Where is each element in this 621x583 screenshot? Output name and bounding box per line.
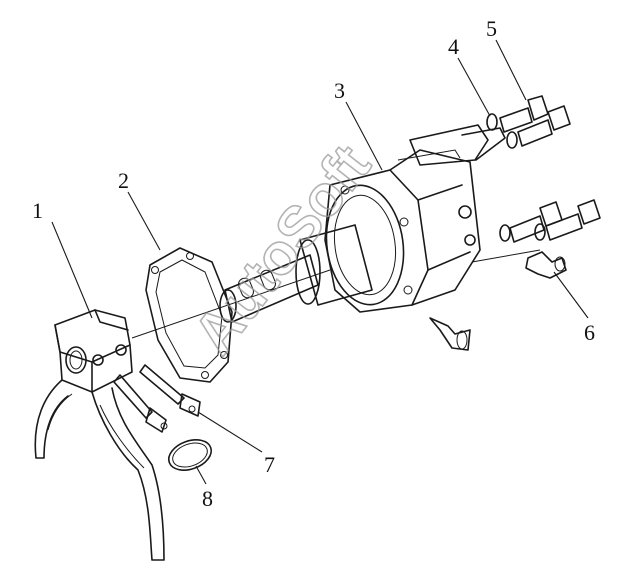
cylinder-bolts [499, 95, 601, 243]
leader-4 [457, 57, 491, 117]
shift-cylinder [219, 124, 506, 351]
callout-1: 1 [32, 198, 43, 223]
leader-7 [197, 411, 263, 453]
callout-5: 5 [486, 16, 497, 41]
leader-6 [553, 271, 589, 319]
gasket [145, 247, 233, 383]
autosoft-watermark: AutoSoft [181, 133, 383, 366]
callout-2: 2 [118, 168, 129, 193]
leader-1 [51, 221, 93, 319]
shift-fork [34, 309, 165, 561]
callout-8: 8 [202, 486, 213, 511]
o-ring [167, 439, 213, 471]
callout-3: 3 [334, 78, 345, 103]
elbow-fitting [525, 251, 567, 279]
washers [486, 113, 546, 242]
callout-4: 4 [448, 34, 459, 59]
leader-8 [195, 465, 207, 485]
leader-2 [127, 191, 161, 251]
bolt-axis-line-lower [471, 249, 541, 263]
leader-3 [345, 101, 383, 171]
callout-7: 7 [264, 452, 275, 477]
callout-6: 6 [584, 320, 595, 345]
fork-bolts [113, 364, 201, 433]
leader-5 [495, 39, 527, 101]
